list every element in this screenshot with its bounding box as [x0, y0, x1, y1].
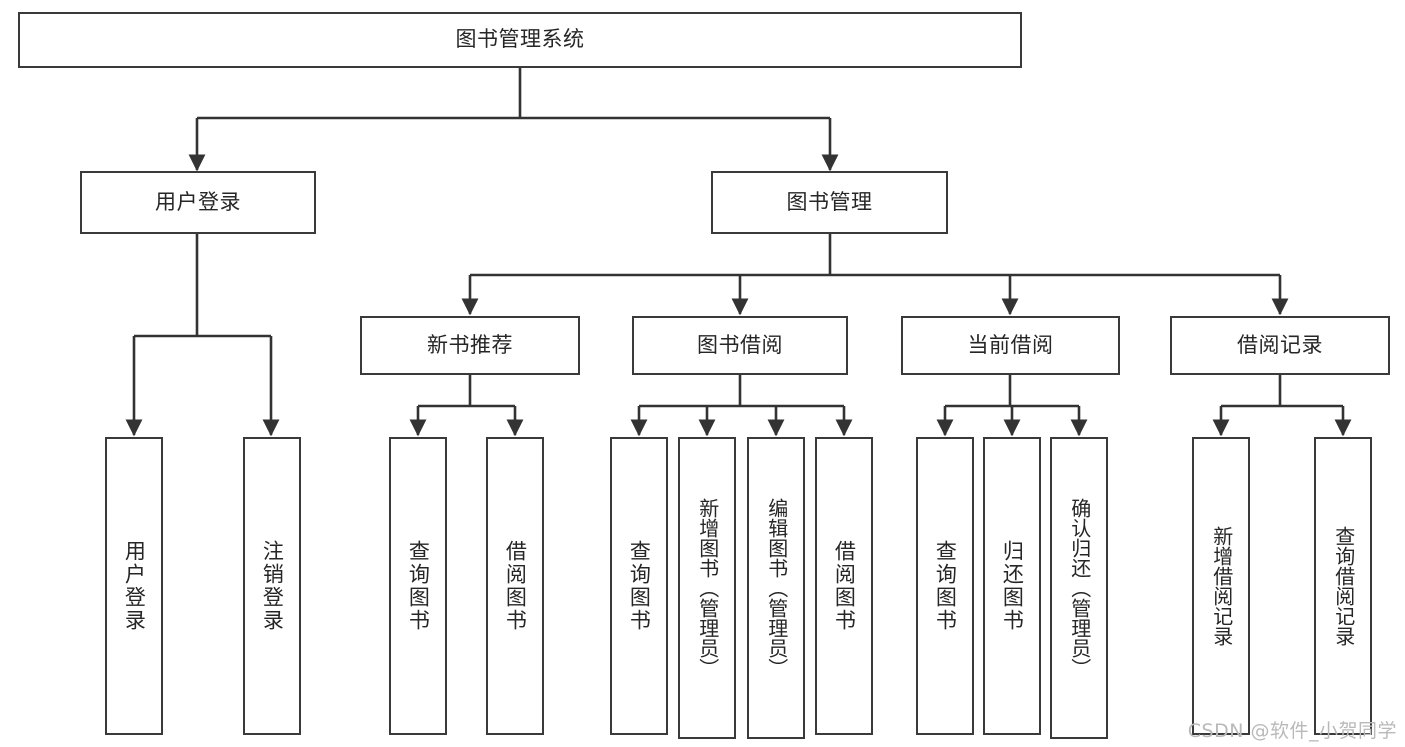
- leaf-record-query-borrow-record[interactable]: 查询借阅记录: [1314, 437, 1372, 735]
- leaf-current-return-book[interactable]: 归还图书: [983, 437, 1041, 735]
- leaf-user-logout[interactable]: 注销登录: [243, 437, 301, 735]
- node-current-borrow[interactable]: 当前借阅: [901, 316, 1120, 375]
- node-root[interactable]: 图书管理系统: [18, 12, 1022, 68]
- leaf-borrow-lend-book[interactable]: 借阅图书: [815, 437, 873, 735]
- leaf-current-confirm-return-admin[interactable]: 确认归还（管理员）: [1050, 437, 1108, 739]
- leaf-record-add-borrow-record[interactable]: 新增借阅记录: [1192, 437, 1250, 735]
- leaf-borrow-add-book-admin[interactable]: 新增图书（管理员）: [678, 437, 736, 739]
- leaf-user-login[interactable]: 用户登录: [105, 437, 163, 735]
- node-book-manage[interactable]: 图书管理: [711, 171, 948, 234]
- node-new-book-recommend[interactable]: 新书推荐: [360, 316, 580, 375]
- csdn-watermark: CSDN @软件_小贺同学: [1187, 720, 1397, 742]
- leaf-recommend-borrow-book[interactable]: 借阅图书: [486, 437, 544, 735]
- leaf-recommend-query-book[interactable]: 查询图书: [389, 437, 447, 735]
- node-user-login[interactable]: 用户登录: [80, 171, 316, 234]
- leaf-borrow-query-book[interactable]: 查询图书: [610, 437, 668, 735]
- leaf-borrow-edit-book-admin[interactable]: 编辑图书（管理员）: [747, 437, 805, 739]
- node-book-borrow[interactable]: 图书借阅: [632, 316, 848, 375]
- node-borrow-record[interactable]: 借阅记录: [1170, 316, 1390, 375]
- leaf-current-query-book[interactable]: 查询图书: [916, 437, 974, 735]
